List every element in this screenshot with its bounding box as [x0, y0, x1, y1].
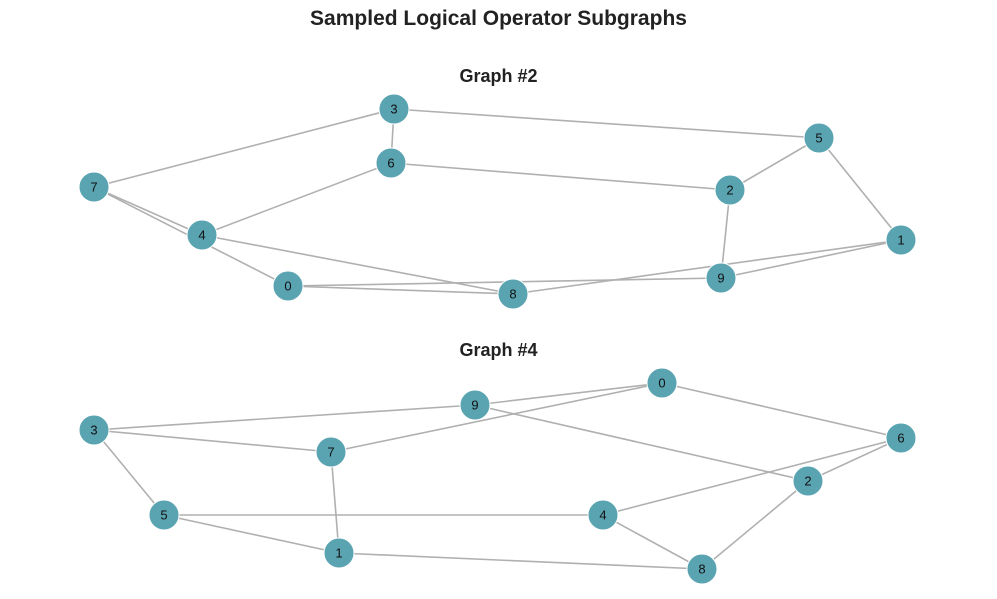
- graph-4-edge-0-7: [330, 382, 663, 453]
- graph-2-edge-7-3: [93, 108, 395, 188]
- graph-4-edge-3-9: [93, 404, 476, 431]
- figure-title: Sampled Logical Operator Subgraphs: [310, 7, 687, 30]
- graph-4-node-label-4: 4: [599, 508, 606, 523]
- graph-2-node-3: [378, 93, 410, 125]
- graph-2-node-label-1: 1: [897, 233, 904, 248]
- graph-2-edge-3-5: [393, 108, 820, 139]
- graph-4-edge-3-7: [93, 429, 332, 453]
- graph-4-node-6: [885, 422, 917, 454]
- graph-4-node-4: [587, 499, 619, 531]
- graph-4-node-label-9: 9: [471, 398, 478, 413]
- graph-4-node-label-3: 3: [90, 423, 97, 438]
- graph-2-network: 0 1 2 3 4 5 6 7 8 9: [78, 93, 917, 310]
- graph-2-node-label-8: 8: [509, 287, 516, 302]
- graph-4-title: Graph #4: [459, 340, 538, 360]
- graph-2-node-label-9: 9: [717, 271, 724, 286]
- graph-4-edge-9-0: [474, 382, 663, 406]
- graph-2-node-label-2: 2: [726, 183, 733, 198]
- graph-2-edge-5-2: [729, 137, 820, 191]
- graph-4-node-label-8: 8: [698, 562, 705, 577]
- graph-4-node-label-7: 7: [327, 445, 334, 460]
- graph-4-edge-2-8: [701, 480, 809, 570]
- graph-4-edge-9-2: [474, 404, 809, 482]
- graph-4-edge-7-1: [330, 451, 340, 554]
- graph-4-node-5: [148, 499, 180, 531]
- graph-4-node-label-2: 2: [804, 474, 811, 489]
- graph-4-node-8: [686, 553, 718, 585]
- graph-4-node-label-6: 6: [897, 431, 904, 446]
- graph-2-edge-5-1: [818, 137, 902, 241]
- graph-2-node-label-3: 3: [390, 102, 397, 117]
- graph-4-node-7: [315, 436, 347, 468]
- graph-2-node-label-0: 0: [284, 279, 291, 294]
- graph-4-node-3: [78, 414, 110, 446]
- graph-2-edge-7-4: [93, 186, 203, 236]
- graph-4-node-label-0: 0: [658, 376, 665, 391]
- graph-2-node-4: [186, 219, 218, 251]
- graph-4-edge-4-8: [602, 514, 703, 570]
- graph-2-node-1: [885, 224, 917, 256]
- graph-2-title: Graph #2: [459, 66, 538, 86]
- graph-4-edge-0-6: [661, 382, 902, 439]
- graph-2-edge-6-2: [390, 162, 731, 191]
- graph-4-edge-5-1: [163, 514, 340, 554]
- graph-2-node-5: [803, 122, 835, 154]
- graph-2-node-6: [375, 147, 407, 179]
- graph-2-node-9: [705, 262, 737, 294]
- graph-4-edge-1-8: [338, 552, 703, 570]
- graph-4-edge-6-2: [807, 437, 902, 482]
- graph-4-network: 0 1 2 3 4 5 6 7 8 9: [78, 367, 917, 585]
- graph-2-edge-9-1: [720, 239, 902, 279]
- graph-2-node-label-4: 4: [198, 228, 205, 243]
- graph-4-node-9: [459, 389, 491, 421]
- graph-2-node-2: [714, 174, 746, 206]
- graph-2-edge-0-8: [287, 285, 514, 295]
- graph-2-node-label-6: 6: [387, 156, 394, 171]
- graph-2-edge-4-8: [201, 234, 514, 295]
- graph-4-node-0: [646, 367, 678, 399]
- graph-4-node-1: [323, 537, 355, 569]
- graph-4-node-2: [792, 465, 824, 497]
- graph-2-node-0: [272, 270, 304, 302]
- graph-4-node-label-1: 1: [335, 546, 342, 561]
- graph-4-edge-3-5: [93, 429, 165, 516]
- graph-4-edge-6-4: [602, 437, 902, 516]
- graph-2-node-7: [78, 171, 110, 203]
- graph-2-node-label-5: 5: [815, 131, 822, 146]
- graph-4-node-label-5: 5: [160, 508, 167, 523]
- graph-2-node-8: [497, 278, 529, 310]
- graph-2-edge-6-4: [201, 162, 392, 236]
- graph-2-edge-8-1: [512, 239, 902, 295]
- graph-2-node-label-7: 7: [90, 180, 97, 195]
